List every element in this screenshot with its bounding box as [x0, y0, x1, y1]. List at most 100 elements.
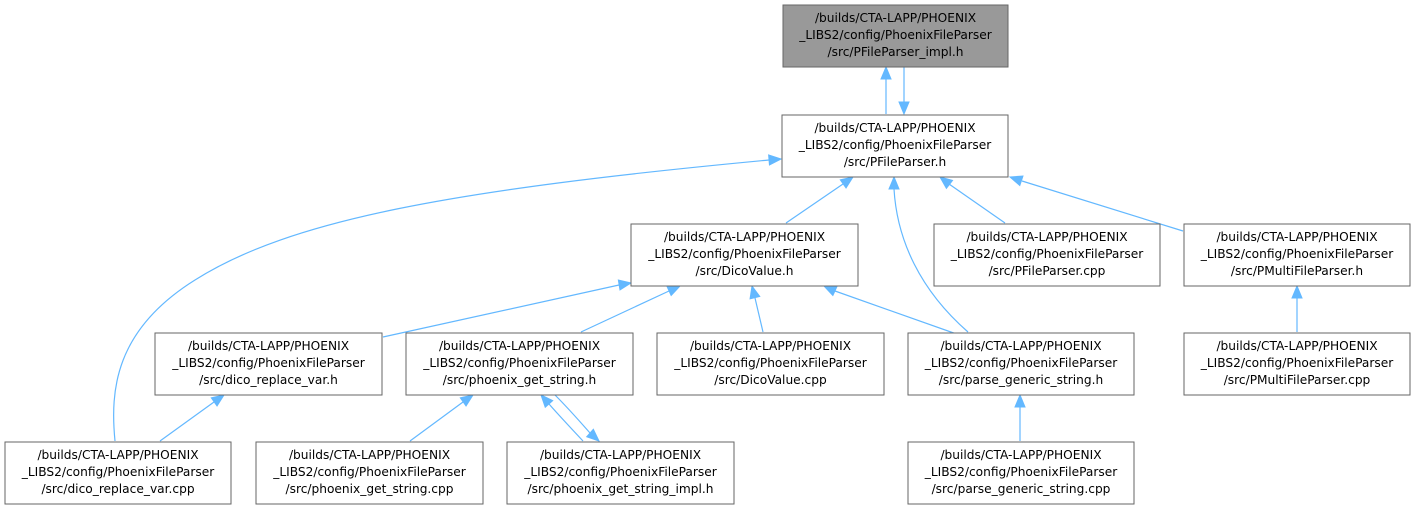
- node-label-line: /builds/CTA-LAPP/PHOENIX: [1216, 339, 1377, 353]
- node-impl-h[interactable]: /builds/CTA-LAPP/PHOENIX_LIBS2/config/Ph…: [782, 4, 1009, 68]
- node-pfileparser-cpp[interactable]: /builds/CTA-LAPP/PHOENIX_LIBS2/config/Ph…: [933, 223, 1161, 287]
- node-label-line: /src/DicoValue.h: [696, 264, 794, 278]
- edge-line: [580, 290, 670, 333]
- node-label-line: _LIBS2/config/PhoenixFileParser: [798, 138, 992, 152]
- node-label-line: _LIBS2/config/PhoenixFileParser: [1200, 247, 1394, 261]
- edge-arrowhead: [888, 175, 900, 190]
- edge-arrowhead: [585, 428, 600, 442]
- node-box: [656, 332, 885, 396]
- node-box: [907, 441, 1135, 505]
- node-label-line: _LIBS2/config/PhoenixFileParser: [673, 356, 867, 370]
- edge-line: [548, 403, 584, 442]
- edge-line: [785, 183, 844, 224]
- edge-line: [754, 297, 764, 333]
- edge-arrowhead: [898, 101, 910, 116]
- node-phoenix-get-impl-h[interactable]: /builds/CTA-LAPP/PHOENIX_LIBS2/config/Ph…: [506, 441, 735, 505]
- node-label-line: _LIBS2/config/PhoenixFileParser: [422, 356, 616, 370]
- node-box: [907, 332, 1135, 396]
- node-phoenix-get-cpp[interactable]: /builds/CTA-LAPP/PHOENIX_LIBS2/config/Ph…: [255, 441, 484, 505]
- edge-dicovalue_h-to-parse_generic_h: [822, 285, 966, 338]
- node-label-line: /src/PFileParser.cpp: [989, 264, 1106, 278]
- edge-arrowhead: [459, 394, 475, 407]
- node-box: [154, 332, 383, 396]
- node-phoenix-get-h[interactable]: /builds/CTA-LAPP/PHOENIX_LIBS2/config/Ph…: [405, 332, 634, 396]
- edge-pfileparser_h-to-dicovalue_h: [785, 176, 855, 224]
- edge-arrowhead: [822, 285, 838, 297]
- edge-arrowhead: [749, 284, 761, 300]
- edge-phoenix_get_h-to-phoenix_get_impl_h: [540, 394, 584, 442]
- node-label-line: _LIBS2/config/PhoenixFileParser: [647, 247, 841, 261]
- node-label-line: /builds/CTA-LAPP/PHOENIX: [815, 11, 976, 25]
- node-box: [506, 441, 735, 505]
- node-label-line: /src/dico_replace_var.h: [199, 373, 338, 387]
- edge-arrowhead: [880, 65, 892, 80]
- edge-arrowhead: [540, 394, 554, 409]
- node-dicovalue-h[interactable]: /builds/CTA-LAPP/PHOENIX _LIBS2/config/Ph…: [630, 223, 859, 287]
- edge-pfileparser_h-to-dico_replace_cpp: [113, 154, 783, 442]
- node-dicovalue-cpp[interactable]: /builds/CTA-LAPP/PHOENIX_LIBS2/config/Ph…: [656, 332, 885, 396]
- node-parse-generic-h[interactable]: /builds/CTA-LAPP/PHOENIX_LIBS2/config/Ph…: [907, 332, 1135, 396]
- edge-parse_generic_h-to-parse_generic_cpp: [1014, 393, 1026, 441]
- edge-pfileparser_h-to-impl_h: [880, 65, 892, 114]
- edge-line: [409, 401, 464, 442]
- edge-line: [159, 401, 215, 442]
- node-label-line: /src/PFileParser.h: [844, 155, 946, 169]
- node-pmulti-cpp[interactable]: /builds/CTA-LAPP/PHOENIX _LIBS2/config/Ph…: [1183, 332, 1411, 396]
- edge-dicovalue_h-to-dicovalue_cpp: [749, 284, 764, 333]
- node-label-line: _LIBS2/config/PhoenixFileParser: [523, 465, 717, 479]
- node-box: [1183, 223, 1411, 287]
- nodes-layer: /builds/CTA-LAPP/PHOENIX _LIBS2/config/Ph…: [4, 4, 1411, 505]
- node-label-line: /builds/CTA-LAPP/PHOENIX: [940, 448, 1101, 462]
- edge-line: [554, 394, 591, 434]
- node-box: [933, 223, 1161, 287]
- edge-arrowhead: [666, 285, 682, 297]
- edge-line: [113, 159, 770, 442]
- edge-pmulti_h-to-pmulti_cpp: [1291, 284, 1303, 332]
- edge-pfileparser_h-to-parse_generic_h: [888, 175, 969, 333]
- edge-line: [382, 284, 620, 338]
- node-label-line: /builds/CTA-LAPP/PHOENIX: [940, 339, 1101, 353]
- node-label-line: /src/PMultiFileParser.h: [1231, 264, 1363, 278]
- edge-arrowhead: [839, 176, 855, 189]
- edge-line: [834, 290, 966, 338]
- edge-line: [893, 188, 969, 333]
- node-label-line: /builds/CTA-LAPP/PHOENIX: [664, 230, 825, 244]
- node-box: [255, 441, 484, 505]
- node-label-line: /builds/CTA-LAPP/PHOENIX: [188, 339, 349, 353]
- node-label-line: _LIBS2/config/PhoenixFileParser: [950, 247, 1144, 261]
- node-label-line: /src/parse_generic_string.h: [939, 373, 1103, 387]
- edge-dicovalue_h-to-phoenix_get_h: [580, 285, 682, 333]
- node-label-line: /builds/CTA-LAPP/PHOENIX: [37, 448, 198, 462]
- node-box: [630, 223, 859, 287]
- node-pmulti-h[interactable]: /builds/CTA-LAPP/PHOENIX _LIBS2/config/Ph…: [1183, 223, 1411, 287]
- node-label-line: /builds/CTA-LAPP/PHOENIX: [814, 121, 975, 135]
- node-box: [781, 114, 1009, 178]
- edge-pfileparser_h-to-pmulti_h: [1008, 175, 1184, 232]
- edge-arrowhead: [1014, 393, 1026, 408]
- node-box: [782, 4, 1009, 68]
- node-box: [1183, 332, 1411, 396]
- edge-phoenix_get_h-to-phoenix_get_cpp: [409, 394, 475, 442]
- node-parse-generic-cpp[interactable]: /builds/CTA-LAPP/PHOENIX _LIBS2/config/Ph…: [907, 441, 1135, 505]
- edge-dico_replace_h-to-dico_replace_cpp: [159, 394, 226, 442]
- edge-pfileparser_h-to-pfileparser_cpp: [938, 176, 1006, 224]
- node-pfileparser-h[interactable]: /builds/CTA-LAPP/PHOENIX _LIBS2/config/Ph…: [781, 114, 1009, 178]
- edge-impl_h-to-pfileparser_h: [898, 66, 910, 116]
- node-label-line: _LIBS2/config/PhoenixFileParser: [21, 465, 215, 479]
- edge-arrowhead: [1291, 284, 1303, 299]
- edge-arrowhead: [1008, 175, 1024, 187]
- node-label-line: _LIBS2/config/PhoenixFileParser: [924, 465, 1118, 479]
- edge-arrowhead: [210, 394, 226, 407]
- node-label-line: /builds/CTA-LAPP/PHOENIX: [1216, 230, 1377, 244]
- edge-arrowhead: [617, 279, 633, 291]
- node-dico-replace-h[interactable]: /builds/CTA-LAPP/PHOENIX_LIBS2/config/Ph…: [154, 332, 383, 396]
- node-label-line: _LIBS2/config/PhoenixFileParser: [1200, 356, 1394, 370]
- node-label-line: /src/phoenix_get_string.h: [443, 373, 597, 387]
- node-dico-replace-cpp[interactable]: /builds/CTA-LAPP/PHOENIX _LIBS2/config/Ph…: [4, 441, 232, 505]
- edge-line: [1021, 180, 1184, 232]
- edge-dicovalue_h-to-dico_replace_h: [382, 279, 633, 338]
- node-label-line: /src/PMultiFileParser.cpp: [1224, 373, 1371, 387]
- node-label-line: /src/PFileParser_impl.h: [828, 45, 964, 59]
- node-box: [405, 332, 634, 396]
